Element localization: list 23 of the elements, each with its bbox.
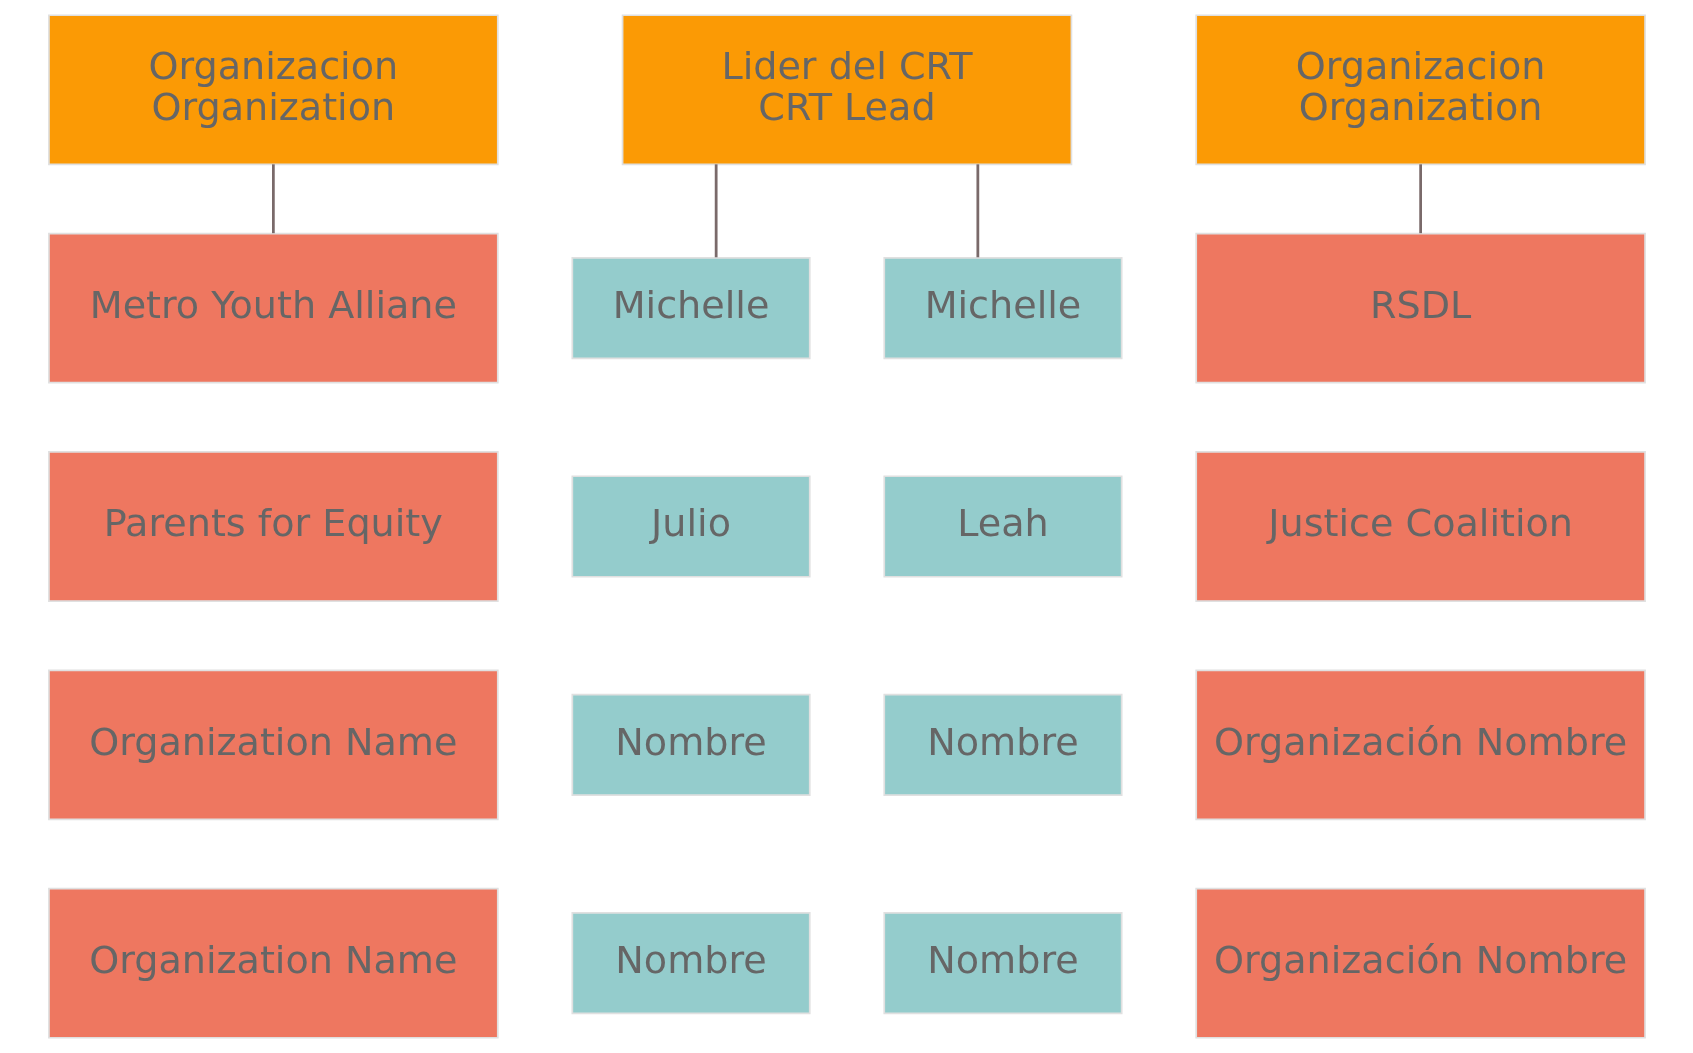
node-box: Nombre	[882, 693, 1123, 796]
node-box: Organization Name	[47, 887, 499, 1039]
node-box: Organización Nombre	[1194, 887, 1646, 1039]
node-box: Parents for Equity	[47, 451, 499, 602]
connector	[975, 164, 979, 258]
node-box: Organizacion Organization	[47, 14, 499, 166]
node-box: Nombre	[570, 693, 811, 796]
node-box: Organization Name	[47, 669, 499, 821]
node-box: Nombre	[882, 912, 1123, 1015]
node-box: Metro Youth Alliane	[47, 232, 499, 384]
node-box: Michelle	[882, 257, 1123, 360]
node-box: Lider del CRT CRT Lead	[621, 14, 1072, 166]
node-box: Organizacion Organization	[1194, 14, 1646, 166]
connector	[271, 164, 275, 234]
node-box: Organización Nombre	[1194, 669, 1646, 821]
node-box: RSDL	[1194, 232, 1646, 384]
node-box: Michelle	[570, 257, 811, 360]
connector	[1418, 164, 1422, 234]
connector	[714, 164, 718, 258]
node-box: Julio	[570, 475, 811, 578]
node-box: Leah	[882, 475, 1123, 578]
node-box: Justice Coalition	[1194, 451, 1646, 602]
node-box: Nombre	[570, 912, 811, 1015]
